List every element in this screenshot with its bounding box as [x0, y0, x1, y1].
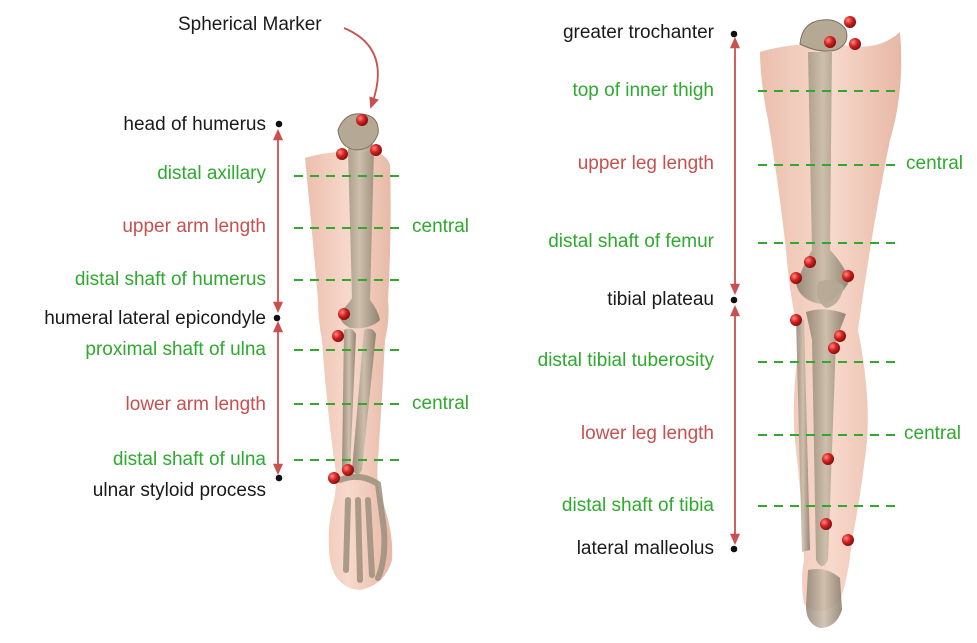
label-arm-central-upper: central: [412, 216, 469, 238]
label-head-of-humerus: head of humerus: [123, 114, 266, 136]
label-leg-central-lower: central: [904, 423, 961, 445]
label-distal-shaft-of-ulna: distal shaft of ulna: [113, 449, 266, 471]
label-leg-central-upper: central: [906, 153, 963, 175]
label-proximal-shaft-of-ulna: proximal shaft of ulna: [85, 339, 266, 361]
dot-tibial-plateau: [731, 297, 738, 304]
marker-epicondyle: [338, 308, 350, 320]
leg-illustration: [760, 16, 901, 628]
label-ulnar-styloid-process: ulnar styloid process: [93, 480, 266, 502]
marker-trochanter-c: [849, 38, 861, 50]
label-distal-shaft-of-humerus: distal shaft of humerus: [75, 269, 266, 291]
label-upper-arm-length: upper arm length: [122, 216, 266, 238]
dot-epicondyle: [274, 315, 281, 322]
femoral-head: [800, 20, 847, 51]
label-lower-arm-length: lower arm length: [126, 394, 266, 416]
label-lower-leg-length: lower leg length: [581, 423, 714, 445]
arm-illustration: [305, 114, 392, 590]
marker-head-humerus: [356, 114, 368, 126]
marker-tuberosity: [828, 342, 840, 354]
marker-ankle-b: [842, 534, 854, 546]
marker-knee-b: [790, 272, 802, 284]
label-tibial-plateau: tibial plateau: [607, 289, 714, 311]
foot-bones: [806, 569, 842, 628]
marker-shin: [822, 453, 834, 465]
spherical-marker-label: Spherical Marker: [178, 14, 322, 36]
label-arm-central-lower: central: [412, 393, 469, 415]
dot-greater-trochanter: [731, 31, 738, 38]
dot-lateral-malleolus: [731, 546, 738, 553]
label-distal-axillary: distal axillary: [157, 163, 266, 185]
marker-shoulder-b: [370, 144, 382, 156]
label-top-of-inner-thigh: top of inner thigh: [572, 80, 714, 102]
marker-wrist-a: [342, 464, 354, 476]
label-lateral-malleolus: lateral malleolus: [577, 538, 714, 560]
marker-trochanter-a: [844, 16, 856, 28]
marker-elbow: [332, 330, 344, 342]
spherical-marker-callout-arrow: [344, 28, 378, 104]
marker-ankle-a: [820, 518, 832, 530]
label-distal-shaft-of-femur: distal shaft of femur: [548, 231, 714, 253]
marker-shoulder-a: [336, 148, 348, 160]
marker-plateau-a: [790, 314, 802, 326]
label-upper-leg-length: upper leg length: [578, 153, 714, 175]
dot-head-humerus: [276, 121, 283, 128]
dot-ulnar-styloid: [276, 475, 283, 482]
marker-wrist-b: [328, 472, 340, 484]
marker-knee-c: [842, 270, 854, 282]
marker-plateau-b: [834, 330, 846, 342]
marker-trochanter-b: [824, 36, 836, 48]
marker-knee-a: [804, 256, 816, 268]
label-distal-tibial-tuberosity: distal tibial tuberosity: [538, 350, 714, 372]
label-greater-trochanter: greater trochanter: [563, 22, 714, 44]
label-distal-shaft-of-tibia: distal shaft of tibia: [562, 495, 714, 517]
label-humeral-lateral-epicondyle: humeral lateral epicondyle: [44, 308, 266, 330]
